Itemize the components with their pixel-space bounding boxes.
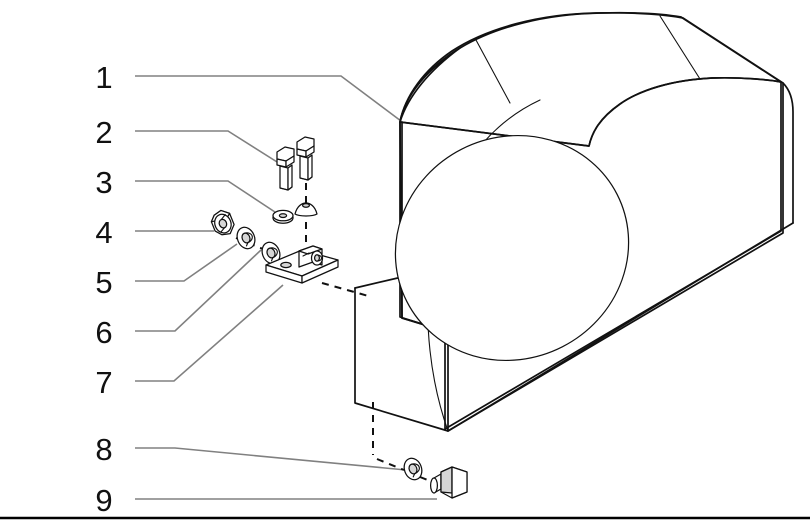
leader-line-6 — [135, 249, 262, 332]
housing-left-upper-edge — [354, 276, 403, 289]
housing-base-edge — [447, 222, 794, 432]
housing-top-deck — [399, 11, 782, 147]
knob-plug — [429, 466, 468, 499]
housing-right-rounded-edge — [782, 82, 794, 224]
callout-number-3: 3 — [95, 165, 112, 200]
hex-head-bolts — [276, 136, 315, 191]
hex-nut — [210, 209, 235, 236]
lock-washer-5 — [236, 226, 256, 250]
leader-line-8 — [135, 447, 407, 471]
flat-washer — [272, 209, 294, 224]
leader-line-1 — [135, 75, 402, 122]
callout-number-7: 7 — [95, 365, 112, 400]
callout-number-4: 4 — [95, 215, 112, 250]
callout-number-1: 1 — [95, 60, 112, 95]
leader-line-3 — [135, 180, 282, 217]
callout-number-6: 6 — [95, 315, 112, 350]
callout-number-9: 9 — [95, 483, 112, 518]
hex-head-bolt-right — [296, 136, 315, 181]
housing-deck-seam-2 — [659, 15, 701, 80]
callout-numbers: 1 2 3 4 5 6 7 8 9 — [95, 60, 112, 518]
callout-number-5: 5 — [95, 265, 112, 300]
housing-deck-seam — [475, 39, 511, 104]
callout-number-8: 8 — [95, 432, 112, 467]
assembly-axis-bracket-to-housing — [321, 282, 373, 298]
hex-head-bolt-left — [276, 146, 295, 191]
callout-number-2: 2 — [95, 115, 112, 150]
leader-line-5 — [135, 243, 238, 282]
leader-line-2 — [135, 130, 286, 168]
grille-outer-rim-2 — [394, 134, 630, 362]
cup-washer — [294, 198, 318, 217]
lock-washer-8 — [403, 457, 423, 481]
leader-lines — [135, 75, 437, 500]
fan-grille-finger-guard — [394, 134, 630, 362]
leader-line-7 — [135, 284, 284, 382]
housing-front-panel — [399, 11, 784, 432]
assembly-axis-lower-diagonal — [376, 458, 405, 471]
housing-left-lower-edge — [354, 287, 449, 432]
mounting-bracket — [265, 245, 339, 284]
